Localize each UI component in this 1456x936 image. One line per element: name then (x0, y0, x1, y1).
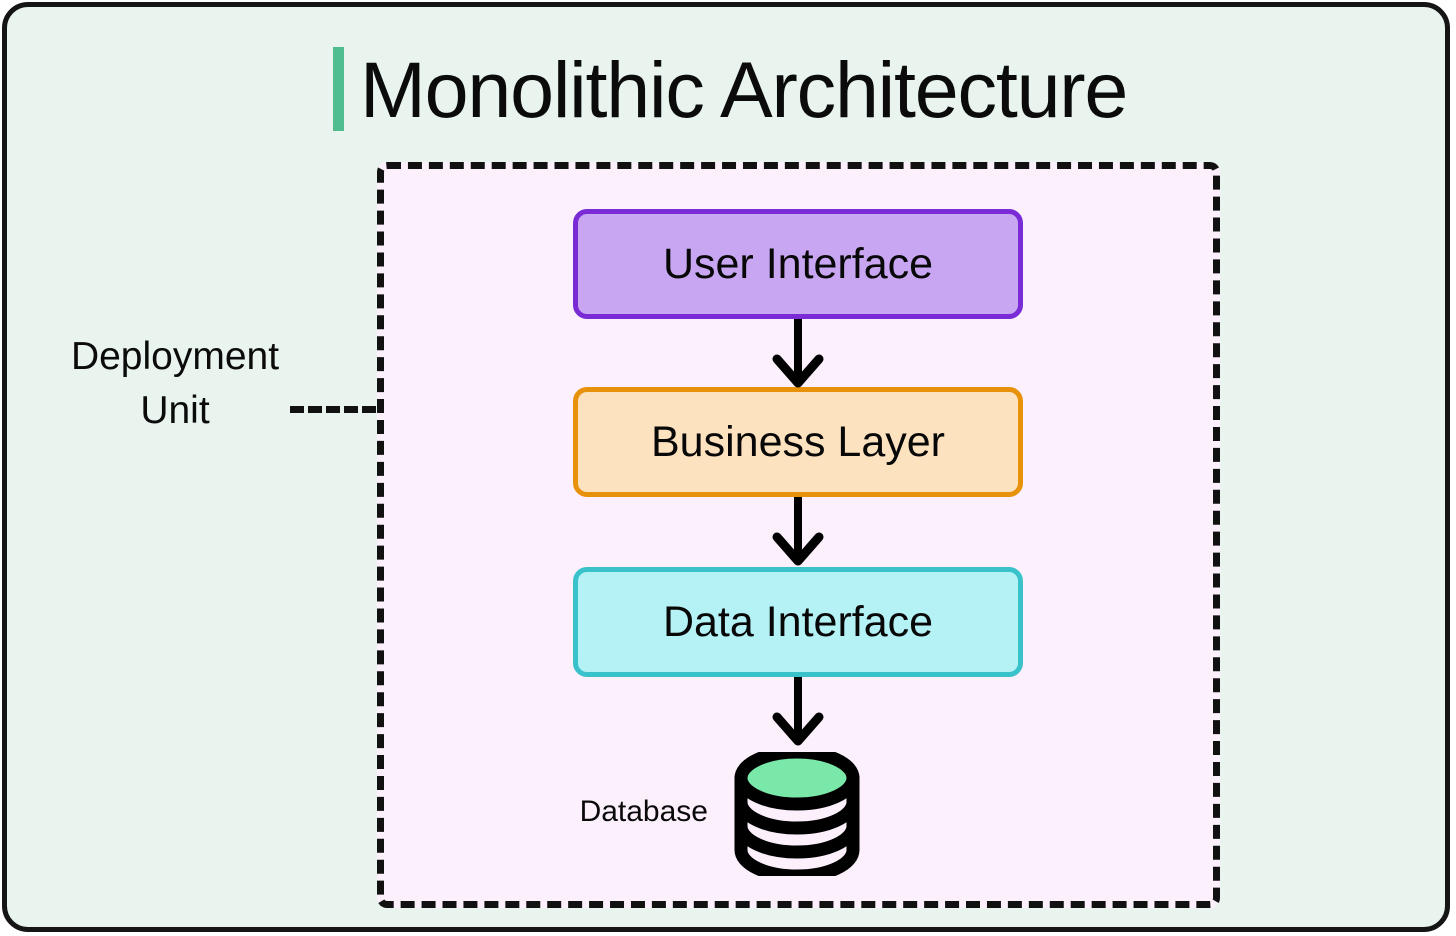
node-user-interface-label: User Interface (662, 239, 934, 288)
deployment-unit-leader-line (290, 406, 376, 413)
node-data-interface[interactable]: Data Interface (573, 567, 1023, 677)
node-business-layer-label: Business Layer (651, 417, 945, 466)
title-accent-bar (333, 47, 344, 131)
page-title: Monolithic Architecture (333, 43, 1128, 135)
deployment-unit-label-line2: Unit (140, 388, 210, 432)
deployment-unit-label: Deployment Unit (29, 330, 321, 438)
node-data-interface-label: Data Interface (662, 597, 934, 646)
deployment-unit-label-line1: Deployment (70, 335, 280, 378)
arrow-ui-to-business-icon (772, 319, 824, 388)
database-cylinder-icon (734, 752, 860, 876)
node-user-interface[interactable]: User Interface (573, 209, 1023, 319)
database-label: Database (579, 795, 708, 828)
arrow-business-to-data-icon (772, 497, 824, 566)
node-business-layer[interactable]: Business Layer (573, 387, 1023, 497)
arrow-data-to-database-icon (772, 677, 824, 746)
page-title-text: Monolithic Architecture (360, 44, 1128, 134)
